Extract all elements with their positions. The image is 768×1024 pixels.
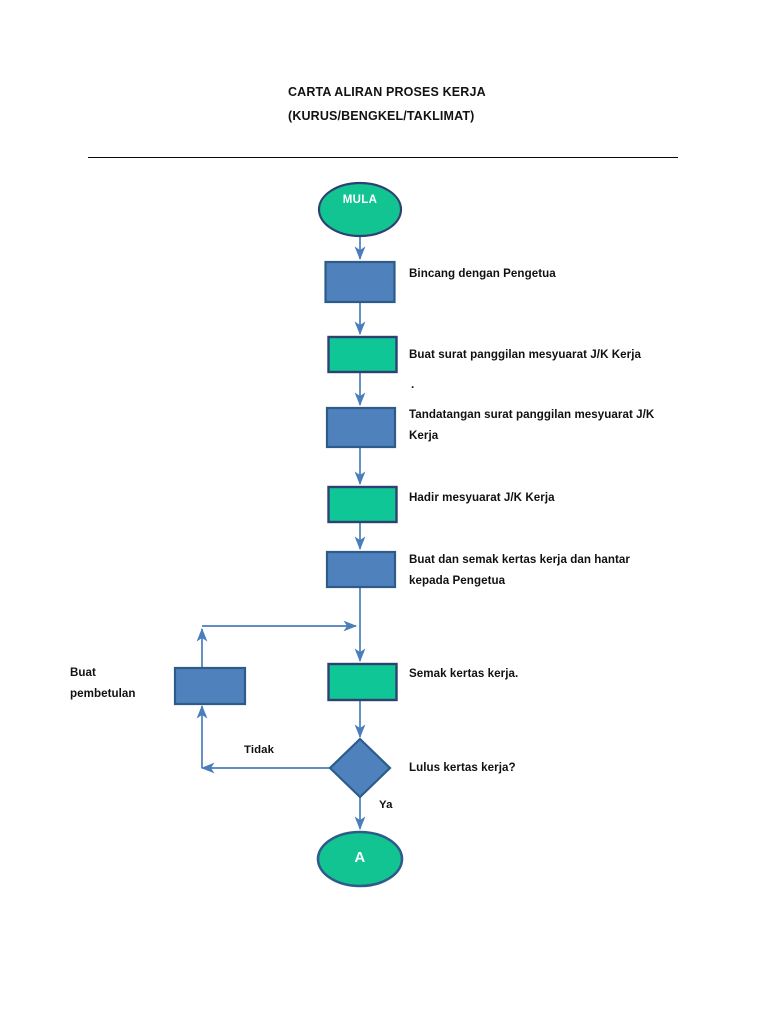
label-buat-surat-panggilan: Buat surat panggilan mesyuarat J/K Kerja <box>409 348 642 361</box>
edge-label-tidak: Tidak <box>244 744 275 756</box>
label-buat-dan-semak-line1: Buat dan semak kertas kerja dan hantar <box>409 553 630 566</box>
node-decision-lulus[interactable] <box>328 737 392 799</box>
node-process-buat-pembetulan[interactable] <box>173 666 247 706</box>
label-buat-dan-semak-line2: kepada Pengetua <box>409 574 506 587</box>
label-buat-pembetulan: Buat pembetulan <box>70 662 180 704</box>
node-end-a[interactable] <box>316 830 404 888</box>
node-process-buat-semak[interactable] <box>325 550 397 589</box>
label-semak-kertas-kerja: Semak kertas kerja. <box>409 667 519 680</box>
label-buat-pembetulan-line2: pembetulan <box>70 687 136 700</box>
label-lulus-kertas-kerja: Lulus kertas kerja? <box>409 761 516 774</box>
title-line-2: (KURUS/BENGKEL/TAKLIMAT) <box>288 109 475 123</box>
edge-label-ya: Ya <box>379 799 393 811</box>
title-line-1: CARTA ALIRAN PROSES KERJA <box>288 85 486 99</box>
page-title: CARTA ALIRAN PROSES KERJA (KURUS/BENGKEL… <box>288 80 486 128</box>
label-hadir-mesyuarat: Hadir mesyuarat J/K Kerja <box>409 491 555 504</box>
header-divider <box>88 157 678 158</box>
label-bincang-dengan-pengetua: Bincang dengan Pengetua <box>409 267 556 280</box>
node-process-tandatangan[interactable] <box>325 406 397 449</box>
node-process-bincang[interactable] <box>324 260 396 304</box>
label-buat-dan-semak: Buat dan semak kertas kerja dan hantar k… <box>409 549 694 591</box>
label-tandatangan-line1: Tandatangan surat panggilan mesyuarat J/… <box>409 408 655 421</box>
label-tandatangan-line2: Kerja <box>409 429 439 442</box>
label-buat-pembetulan-line1: Buat <box>70 666 96 679</box>
node-process-semak-kertas[interactable] <box>327 662 398 702</box>
node-start-mula[interactable] <box>317 181 403 238</box>
label-tandatangan-surat: Tandatangan surat panggilan mesyuarat J/… <box>409 404 694 446</box>
node-process-buat-surat[interactable] <box>327 335 398 374</box>
node-process-hadir[interactable] <box>327 485 398 524</box>
stray-period-mark: . <box>411 378 415 391</box>
